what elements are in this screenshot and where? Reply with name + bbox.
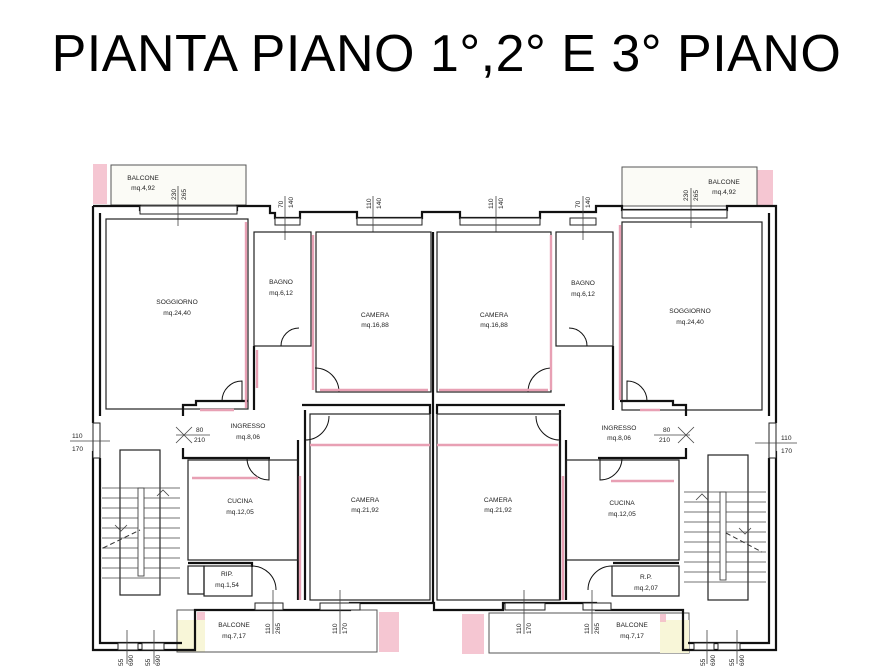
svg-text:140: 140 xyxy=(376,198,383,209)
svg-text:170: 170 xyxy=(526,623,533,634)
bagno-label: BAGNO xyxy=(269,279,293,286)
svg-text:210: 210 xyxy=(194,437,205,444)
svg-text:80: 80 xyxy=(196,427,204,434)
camera-area: mq.16,88 xyxy=(361,322,389,329)
camera-area: mq.21,92 xyxy=(484,507,512,514)
page-title: PIANTA PIANO 1°,2° E 3° PIANO xyxy=(51,25,842,83)
svg-text:110: 110 xyxy=(516,623,523,634)
svg-text:265: 265 xyxy=(181,189,188,200)
svg-text:170: 170 xyxy=(342,623,349,634)
soggiorno-area: mq.24,40 xyxy=(676,319,704,326)
entry-door-right: 80 210 xyxy=(654,426,695,444)
bottom-windows xyxy=(117,590,741,664)
svg-text:140: 140 xyxy=(585,197,592,208)
cucina-label: CUCINA xyxy=(227,498,253,505)
bagno-label: BAGNO xyxy=(571,280,595,287)
balcony-pink-mark xyxy=(757,170,773,206)
svg-text:110: 110 xyxy=(72,433,83,440)
svg-text:110: 110 xyxy=(265,623,272,634)
svg-text:690: 690 xyxy=(710,655,717,666)
room-area: mq.7,17 xyxy=(620,633,644,640)
top-window-dimensions: 230 265 70 140 110 140 110 140 70 140 23… xyxy=(171,189,700,209)
svg-text:140: 140 xyxy=(288,197,295,208)
outer-walls xyxy=(91,204,778,652)
room-label: BALCONE xyxy=(708,179,740,186)
staircase-left xyxy=(102,487,180,579)
demolition-marks xyxy=(192,222,674,600)
bagno-area: mq.6,12 xyxy=(269,290,293,297)
soggiorno-label: SOGGIORNO xyxy=(669,308,710,315)
svg-text:55: 55 xyxy=(700,658,707,666)
svg-text:690: 690 xyxy=(739,655,746,666)
camera-label: CAMERA xyxy=(361,312,390,319)
rip-label: R.P. xyxy=(640,574,652,581)
interior-walls-right xyxy=(435,221,763,601)
room-labels-left: SOGGIORNO mq.24,40 BAGNO mq.6,12 CAMERA … xyxy=(156,279,389,589)
svg-text:70: 70 xyxy=(575,200,582,208)
rip-area: mq.1,54 xyxy=(215,582,239,589)
svg-text:265: 265 xyxy=(693,190,700,201)
cucina-label: CUCINA xyxy=(609,500,635,507)
balcony-pink-mark xyxy=(93,164,107,204)
svg-text:170: 170 xyxy=(72,446,83,453)
staircase-right xyxy=(684,491,766,583)
rip-area: mq.2,07 xyxy=(634,585,658,592)
balcony-bottom-left: BALCONE mq.7,17 xyxy=(176,609,399,653)
bagno-area: mq.6,12 xyxy=(571,291,595,298)
interior-walls-left xyxy=(105,218,432,601)
svg-text:690: 690 xyxy=(155,655,162,666)
svg-text:110: 110 xyxy=(332,623,339,634)
svg-text:140: 140 xyxy=(498,198,505,209)
svg-text:55: 55 xyxy=(145,658,152,666)
stair-window-right: 110 170 xyxy=(755,422,797,459)
room-labels-right: SOGGIORNO mq.24,40 BAGNO mq.6,12 CAMERA … xyxy=(480,280,711,592)
room-area: mq.7,17 xyxy=(222,633,246,640)
svg-text:230: 230 xyxy=(171,189,178,200)
svg-text:110: 110 xyxy=(781,435,792,442)
room-area: mq.4,92 xyxy=(712,189,736,196)
stair-window-left: 110 170 xyxy=(70,422,110,459)
camera-label: CAMERA xyxy=(484,497,513,504)
entry-door-left: 80 210 xyxy=(175,426,210,444)
svg-text:110: 110 xyxy=(366,198,373,209)
svg-text:110: 110 xyxy=(584,623,591,634)
svg-text:690: 690 xyxy=(128,655,135,666)
camera-area: mq.16,88 xyxy=(480,322,508,329)
svg-text:265: 265 xyxy=(275,623,282,634)
soggiorno-area: mq.24,40 xyxy=(163,310,191,317)
ingresso-label: INGRESSO xyxy=(602,425,637,432)
ingresso-area: mq.8,06 xyxy=(236,434,260,441)
svg-text:230: 230 xyxy=(683,190,690,201)
balcony-bottom-right: BALCONE mq.7,17 xyxy=(462,612,690,654)
room-label: BALCONE xyxy=(616,622,648,629)
rip-label: RIP. xyxy=(221,571,233,578)
balcony-top-left: BALCONE mq.4,92 xyxy=(93,164,247,206)
room-label: BALCONE xyxy=(218,622,250,629)
svg-text:55: 55 xyxy=(118,658,125,666)
balcony-top-right: BALCONE mq.4,92 xyxy=(621,166,773,207)
cucina-area: mq.12,05 xyxy=(226,509,254,516)
svg-text:80: 80 xyxy=(663,427,671,434)
svg-text:170: 170 xyxy=(781,448,792,455)
ingresso-area: mq.8,06 xyxy=(607,435,631,442)
room-area: mq.4,92 xyxy=(131,185,155,192)
svg-text:110: 110 xyxy=(488,198,495,209)
cucina-area: mq.12,05 xyxy=(608,511,636,518)
svg-text:265: 265 xyxy=(594,623,601,634)
soggiorno-label: SOGGIORNO xyxy=(156,299,197,306)
camera-label: CAMERA xyxy=(351,497,380,504)
ingresso-label: INGRESSO xyxy=(231,423,266,430)
bottom-window-dimensions: 55 690 55 690 110 265 110 170 110 170 11… xyxy=(118,623,746,666)
camera-label: CAMERA xyxy=(480,312,509,319)
top-windows xyxy=(139,186,728,240)
svg-text:70: 70 xyxy=(278,200,285,208)
svg-text:55: 55 xyxy=(729,658,736,666)
doors xyxy=(221,327,648,591)
svg-text:210: 210 xyxy=(659,437,670,444)
room-label: BALCONE xyxy=(127,175,159,182)
camera-area: mq.21,92 xyxy=(351,507,379,514)
